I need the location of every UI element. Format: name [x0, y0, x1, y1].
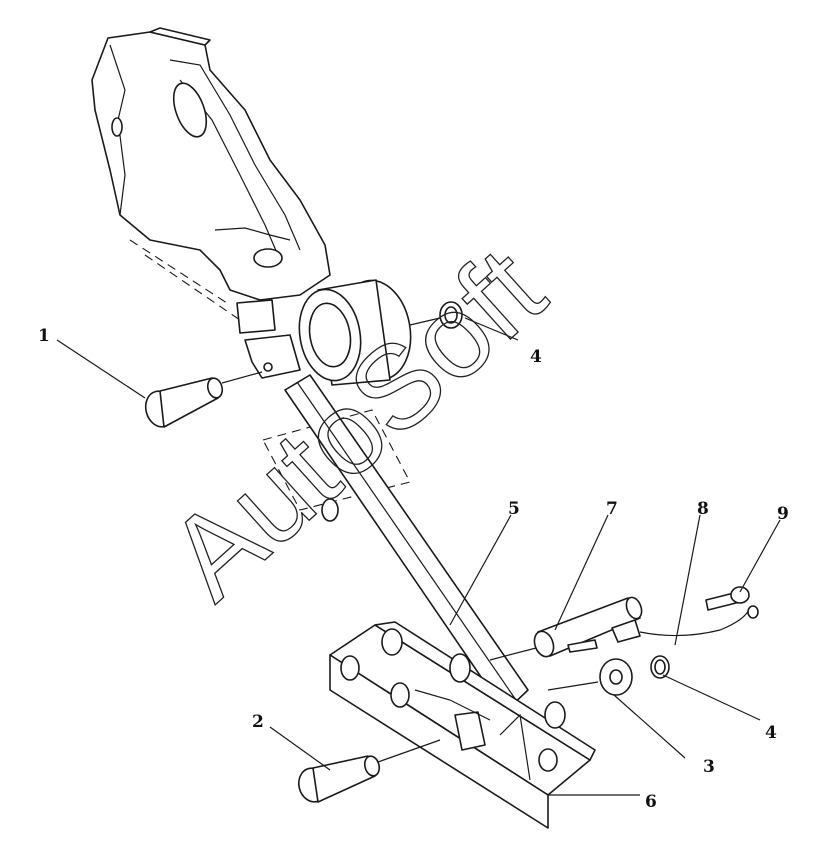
washer-3: [547, 658, 633, 696]
lower-bracket-6: [329, 621, 596, 829]
callout-7: 7: [606, 499, 618, 519]
callout-5: 5: [508, 499, 520, 519]
callout-1: 1: [38, 326, 50, 346]
callout-3: 3: [703, 757, 715, 777]
pin-1: [144, 371, 263, 428]
lever-arm-5: [284, 374, 529, 713]
leader-lines: [56, 317, 781, 796]
callout-4-upper: 4: [530, 347, 542, 367]
extension-line: [129, 239, 231, 306]
bushing: [298, 279, 412, 386]
callout-4-lower: 4: [765, 723, 777, 743]
callout-9: 9: [777, 504, 789, 524]
extension-line: [144, 254, 241, 321]
pin-2: [297, 739, 441, 803]
callout-2: 2: [252, 712, 264, 732]
pin-7: [489, 596, 643, 661]
callout-6: 6: [645, 792, 657, 812]
callout-8: 8: [697, 499, 709, 519]
upper-bracket: [91, 27, 331, 379]
lanyard-8: [639, 607, 751, 637]
snap-ring-lower: [650, 655, 670, 679]
lynch-pin-9: [705, 586, 759, 619]
snap-ring-upper: [409, 301, 463, 329]
